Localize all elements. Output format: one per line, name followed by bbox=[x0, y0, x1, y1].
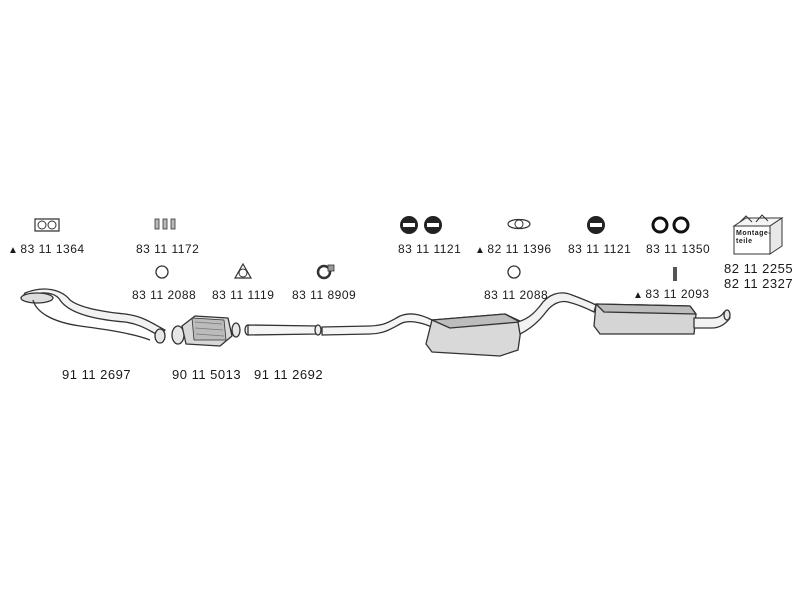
oval-gasket-part-number: ▲82 11 1396 bbox=[475, 242, 552, 256]
mounting-kit-box-icon bbox=[732, 214, 784, 255]
intermediate-pipe-and-silencer-drawing bbox=[321, 292, 597, 357]
ring-icon bbox=[155, 265, 169, 279]
bolts-icon bbox=[154, 218, 176, 230]
middle-pipe-drawing bbox=[244, 324, 322, 336]
rear-silencer-drawing bbox=[593, 303, 731, 335]
front-pipe-part-number: 91 11 2697 bbox=[62, 367, 132, 382]
ring-part-number-2: 83 11 2088 bbox=[484, 288, 549, 302]
middle-pipe-part-number: 91 11 2692 bbox=[254, 367, 324, 382]
ring-part-number: 83 11 2088 bbox=[132, 288, 197, 302]
catalytic-converter-part-number: 90 11 5013 bbox=[172, 367, 242, 382]
o-rings-part-number: 83 11 1350 bbox=[646, 242, 711, 256]
mounting-kit-part-number-2: 82 11 2327 bbox=[724, 276, 794, 291]
mounting-kit-part-number-1: 82 11 2255 bbox=[724, 261, 794, 276]
clamp-part-number: 83 11 8909 bbox=[292, 288, 357, 302]
flange-gasket-icon bbox=[233, 263, 253, 279]
oval-gasket-icon bbox=[507, 218, 531, 230]
ring-icon-2 bbox=[507, 265, 521, 279]
catalytic-converter-drawing bbox=[171, 315, 241, 347]
flange-gasket-part-number: 83 11 1119 bbox=[212, 288, 275, 302]
gasket-icon bbox=[34, 218, 60, 232]
rubber-mount-icon-2 bbox=[587, 216, 605, 234]
gasket-part-number: ▲83 11 1364 bbox=[8, 242, 85, 256]
hanger-pin-icon bbox=[673, 267, 677, 281]
clamp-icon bbox=[316, 264, 335, 280]
rubber-mount-part-number-2: 83 11 1121 bbox=[568, 242, 632, 256]
hanger-pin-part-number: ▲83 11 2093 bbox=[633, 287, 710, 301]
bolts-part-number: 83 11 1172 bbox=[136, 242, 200, 256]
rubber-mount-icon bbox=[400, 216, 442, 234]
rubber-mount-part-number: 83 11 1121 bbox=[398, 242, 462, 256]
front-pipe-drawing bbox=[20, 288, 166, 344]
mounting-kit-box-label: Montage- teile bbox=[736, 230, 772, 245]
o-rings-icon bbox=[651, 216, 690, 234]
